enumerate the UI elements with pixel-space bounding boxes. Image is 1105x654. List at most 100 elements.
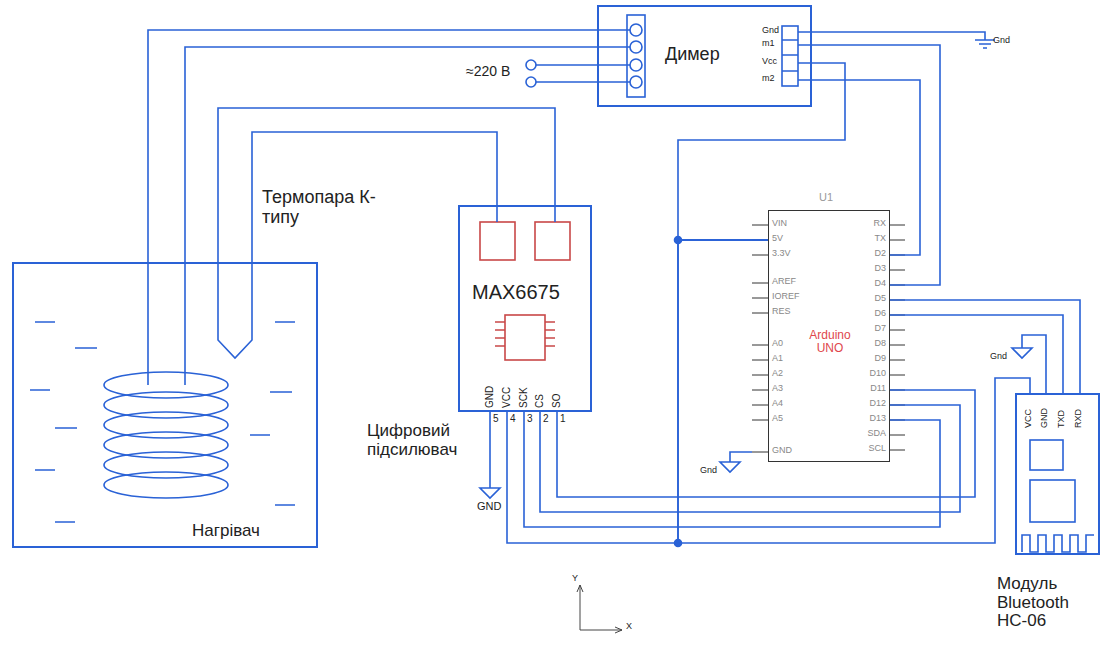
pin-label: VCC: [1024, 409, 1034, 428]
pin-label: 2: [543, 413, 549, 424]
pin-label: 5: [493, 413, 499, 424]
amplifier-board: MAX6675Цифровий підсилювач: [458, 205, 592, 412]
pin-label: 3.3V: [772, 249, 791, 259]
thermocouple-pad: [480, 222, 515, 260]
pin-label: RX: [873, 219, 886, 229]
pin-header-cells: [782, 32, 812, 80]
wire: [678, 240, 1030, 543]
max6675-wires-art: [480, 205, 555, 498]
pin-label: m1: [762, 39, 775, 49]
node-title: MAX6675: [472, 281, 560, 303]
note-label: Термопара К-типу: [262, 188, 382, 228]
pin-label: A5: [772, 414, 783, 424]
terminal: [630, 76, 642, 88]
pin-label: RES: [772, 307, 791, 317]
water-dashes: [30, 322, 295, 522]
wire: [540, 405, 960, 512]
pin-label: IOREF: [772, 292, 800, 302]
pin-stub: [890, 345, 905, 346]
pin-label: A2: [772, 369, 783, 379]
wire: [812, 80, 920, 255]
ground-symbol: [720, 452, 752, 472]
antenna-trace: [1022, 535, 1094, 552]
pin-label: SCK: [518, 387, 529, 408]
terminal-wire: [536, 30, 630, 82]
pin-stub: [752, 405, 768, 406]
coil-turn: [104, 472, 228, 498]
pin-label: D5: [874, 294, 886, 304]
pin-label: VCC: [501, 387, 512, 408]
pin-label: SDA: [867, 429, 886, 439]
node-title: Димер: [665, 45, 720, 65]
hc06-art: [1012, 335, 1094, 552]
pin-label: D9: [874, 354, 886, 364]
pin-stub: [752, 420, 768, 421]
coil-turn: [104, 432, 228, 458]
pin-label: D10: [869, 369, 886, 379]
pin-label: m2: [762, 74, 775, 84]
dimmer-box: Димер: [597, 5, 812, 107]
terminal: [630, 24, 642, 36]
wire: [812, 45, 940, 285]
pin-label: VIN: [772, 219, 787, 229]
pin-stub: [890, 225, 905, 226]
note-label: ≈220 В: [466, 64, 510, 79]
pin-stub: [752, 313, 768, 314]
coil-turn: [104, 372, 228, 398]
pin-label: RXD: [1074, 409, 1084, 428]
coil-turn: [104, 412, 228, 438]
pin-label: 3: [527, 413, 533, 424]
bluetooth-module: Модуль Bluetooth HC-06: [1015, 393, 1100, 555]
pin-label: X: [626, 622, 632, 632]
chip-outline: [1030, 440, 1063, 470]
node-heading: Цифровий підсилювач: [367, 422, 477, 459]
pin-label: D4: [874, 279, 886, 289]
pin-label: TXD: [1057, 410, 1067, 428]
pin-label: D13: [869, 414, 886, 424]
terminal: [630, 59, 642, 71]
wire: [524, 412, 940, 527]
arduino-ground: [720, 452, 752, 472]
pin-stub: [890, 435, 905, 436]
thermocouple-probe: [218, 262, 252, 358]
pin-label: D3: [874, 264, 886, 274]
pin-stub: [752, 225, 768, 226]
pin-label: Y: [572, 574, 578, 584]
pin-label: Gnd: [762, 26, 779, 36]
wire: [890, 315, 1063, 393]
pad-lead: [497, 205, 555, 222]
pin-label: D6: [874, 309, 886, 319]
pin-stub: [752, 255, 768, 256]
pin-label: SCL: [868, 444, 886, 454]
pin-stub: [890, 270, 905, 271]
wire: [678, 63, 845, 240]
node-title: Нагрівач: [192, 522, 260, 541]
terminal: [630, 41, 642, 53]
wire: [185, 47, 597, 262]
pin-label: D11: [870, 384, 886, 394]
pin-label: D12: [869, 399, 886, 409]
pin-label: D2: [874, 249, 886, 259]
ic-chip: [505, 315, 545, 360]
pin-label: CS: [534, 394, 545, 408]
pin-stub: [890, 240, 905, 241]
ic-pins: [495, 322, 555, 346]
heater-coil: [104, 372, 228, 498]
pin-stub: [752, 298, 768, 299]
ground-symbol: [1012, 335, 1046, 393]
pin-stub: [752, 283, 768, 284]
dimmer-art: [526, 15, 995, 97]
node-heading: Arduino UNO: [800, 329, 860, 355]
node-title: U1: [819, 191, 833, 203]
terminal-block: [627, 15, 645, 97]
wire: [507, 240, 768, 543]
pin-label: 4: [510, 413, 516, 424]
ground-symbol: [480, 412, 500, 498]
axis-symbol: [577, 585, 622, 633]
coil-turn: [104, 392, 228, 418]
heater-tank-art: [30, 262, 295, 522]
pin-label: 5V: [772, 234, 783, 244]
pin-label: A3: [772, 384, 783, 394]
heater-leads: [148, 262, 185, 385]
